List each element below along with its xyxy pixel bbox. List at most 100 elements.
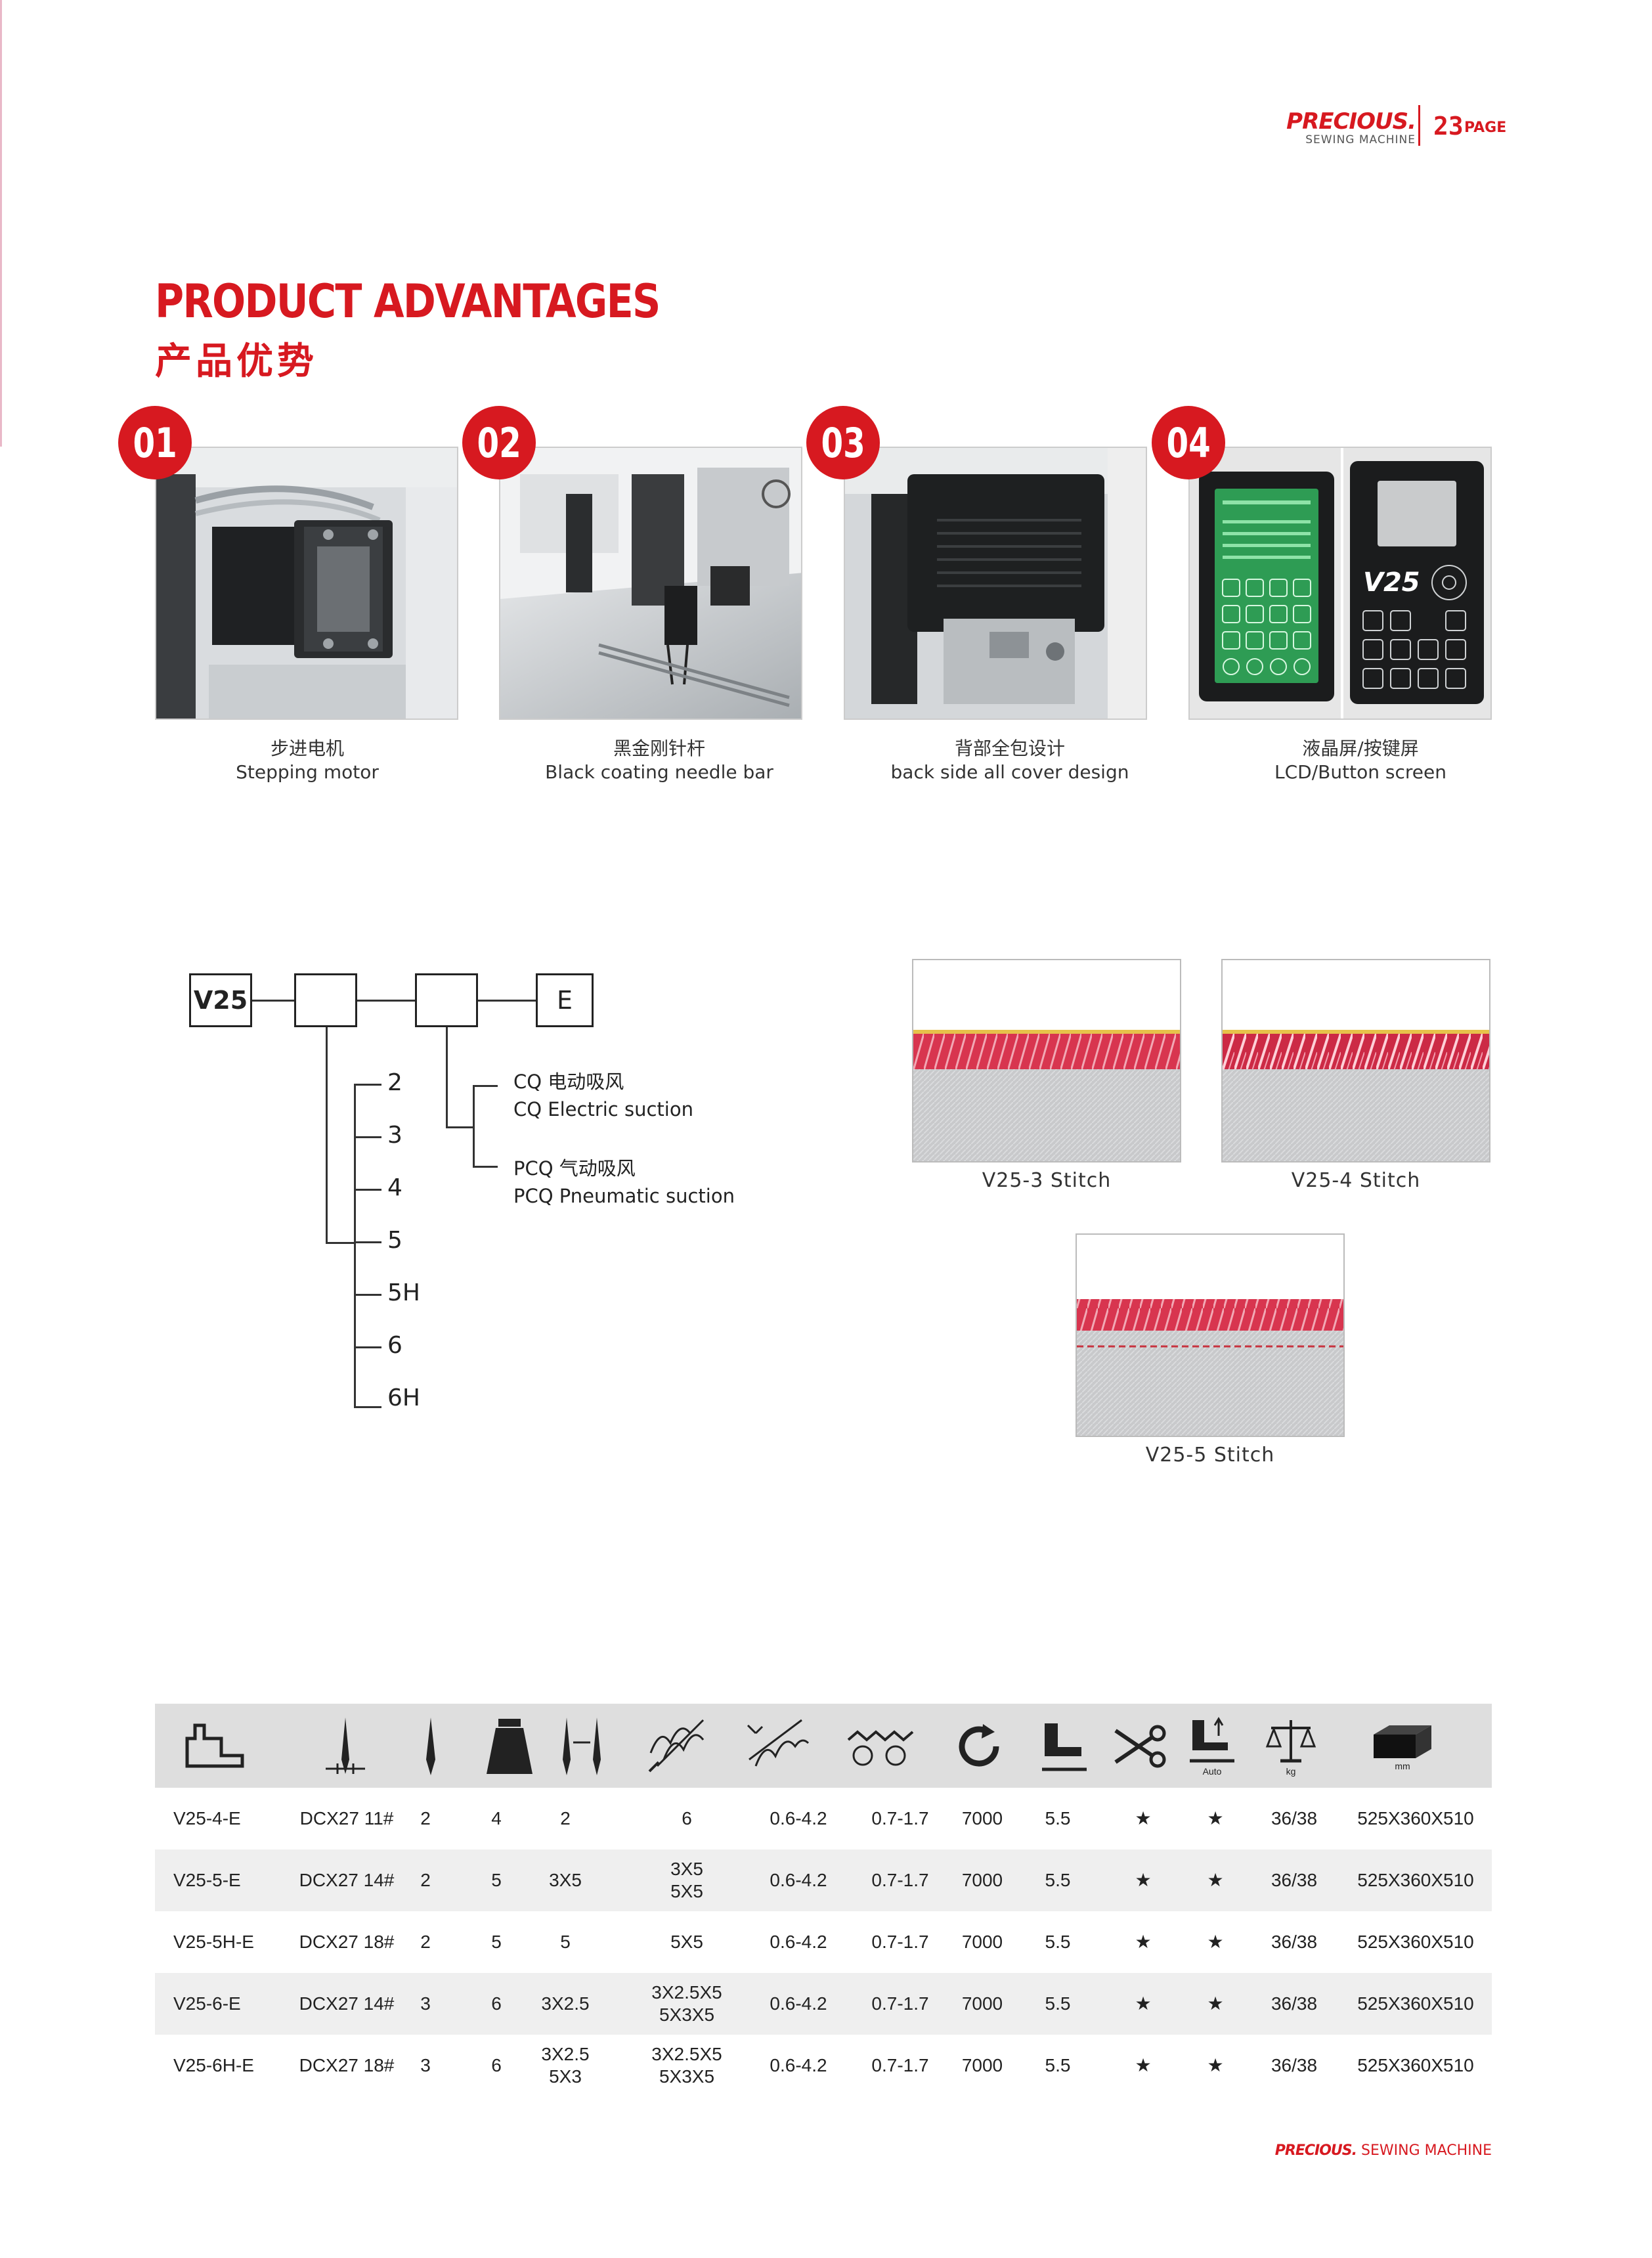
feature-caption-01: 步进电机 Stepping motor (137, 737, 478, 784)
table-cell: DCX27 18# (299, 2055, 395, 2075)
stitch-length-icon (739, 1710, 818, 1782)
spec-table-header: Auto kg mm (155, 1704, 1492, 1788)
footer-brand: PRECIOUS. SEWING MACHINE (1275, 2142, 1492, 2159)
table-cell: 5.5 (1045, 2055, 1071, 2075)
table-cell: 6 (491, 1993, 502, 2014)
header-separator (1418, 105, 1420, 146)
table-cell: 7000 (961, 1808, 1003, 1828)
table-cell: 7000 (961, 1870, 1003, 1890)
table-cell: 2 (560, 1808, 571, 1828)
feature-caption-cn: 背部全包设计 (954, 738, 1065, 759)
table-cell: ★ (1135, 1808, 1152, 1828)
page-title: PRODUCT ADVANTAGES (155, 275, 661, 328)
table-cell: 0.6-4.2 (770, 2055, 827, 2075)
brand-name: PRECIOUS. (1286, 108, 1416, 135)
presser-foot-lift-icon (1035, 1710, 1094, 1782)
edge-accent-line (0, 0, 2, 447)
feature-badge-02: 02 (462, 406, 536, 479)
table-cell: 5 (491, 1932, 502, 1952)
option-cq: CQ 电动吸风 CQ Electric suction (513, 1071, 693, 1120)
auto-label: Auto (1202, 1766, 1222, 1777)
option-branch-link (446, 1126, 475, 1128)
dimension-box-icon: mm (1350, 1710, 1455, 1782)
feature-caption-04: 液晶屏/按键屏 LCD/Button screen (1190, 737, 1531, 784)
stitch-sample-v25-5 (1076, 1233, 1345, 1437)
feature-caption-en: Black coating needle bar (545, 761, 773, 783)
number-list-spine (354, 1084, 356, 1408)
table-cell: 0.6-4.2 (770, 1932, 827, 1952)
option-pcq: PCQ 气动吸风 PCQ Pneumatic suction (513, 1157, 735, 1207)
feature-caption-02: 黑金刚针杆 Black coating needle bar (489, 737, 830, 784)
table-cell: 36/38 (1271, 1808, 1318, 1828)
number-branch-link (326, 1242, 356, 1244)
table-cell: V25-5-E (173, 1870, 241, 1890)
mm-label: mm (1395, 1761, 1410, 1771)
table-cell: 5.5 (1045, 1870, 1071, 1890)
speed-icon (949, 1710, 1009, 1782)
feature-caption-cn: 液晶屏/按键屏 (1302, 738, 1419, 759)
table-cell: 36/38 (1271, 2055, 1318, 2075)
table-cell: 5X5 (670, 1932, 703, 1952)
table-cell: 7000 (961, 1993, 1003, 2014)
option-branch-line (446, 1027, 448, 1128)
page-number: 23 (1433, 112, 1464, 141)
code-connector (478, 1000, 536, 1002)
table-cell: 0.7-1.7 (871, 2055, 929, 2075)
table-cell: 5.5 (1045, 1808, 1071, 1828)
code-number-item: 6 (387, 1332, 402, 1359)
table-cell: 0.7-1.7 (871, 1808, 929, 1828)
thread-count-icon (477, 1710, 542, 1782)
table-cell: ★ (1207, 1870, 1224, 1890)
panel-model-label: V25 (1363, 567, 1420, 598)
page-label: PAGE (1464, 120, 1507, 136)
option-list-spine (473, 1085, 475, 1168)
brand-logo: PRECIOUS. SEWING MACHINE (1286, 108, 1416, 146)
table-cell: 0.6-4.2 (770, 1808, 827, 1828)
feature-caption-en: back side all cover design (890, 761, 1129, 783)
machine-model-icon (179, 1710, 251, 1782)
table-cell: ★ (1207, 1993, 1224, 2014)
table-cell: 2 (420, 1808, 431, 1828)
table-cell: DCX27 14# (299, 1870, 395, 1890)
table-cell: 3X2.5 (541, 1993, 590, 2014)
differential-feed-icon (844, 1710, 917, 1782)
overedge-width-icon (641, 1710, 720, 1782)
table-cell: 0.6-4.2 (770, 1993, 827, 2014)
code-number-item: 5H (387, 1279, 420, 1306)
table-cell: ★ (1135, 1993, 1152, 2014)
table-cell: V25-6-E (173, 1993, 241, 2014)
feature-caption-cn: 黑金刚针杆 (613, 738, 705, 759)
model-code-number-box (294, 973, 357, 1027)
table-cell: 36/38 (1271, 1993, 1318, 2014)
brand-subtitle: SEWING MACHINE (1305, 133, 1416, 146)
footer-brand-text: SEWING MACHINE (1361, 2142, 1492, 2159)
feature-caption-en: Stepping motor (236, 761, 379, 783)
table-cell: 525X360X510 (1357, 1808, 1474, 1828)
feature-badge-01: 01 (118, 406, 192, 479)
model-code-option-box (415, 973, 478, 1027)
code-number-item: 6H (387, 1384, 420, 1411)
table-cell: 5 (491, 1870, 502, 1890)
table-cell: 36/38 (1271, 1870, 1318, 1890)
table-cell: ★ (1135, 1870, 1152, 1890)
feature-caption-cn: 步进电机 (270, 738, 344, 759)
table-cell: 2 (420, 1870, 431, 1890)
table-cell: DCX27 14# (299, 1993, 395, 2014)
stitch-caption: V25-5 Stitch (1145, 1444, 1275, 1467)
table-cell: 0.7-1.7 (871, 1870, 929, 1890)
thread-trimmer-icon (1107, 1710, 1173, 1782)
code-number-item: 3 (387, 1122, 402, 1149)
table-cell: 3 (420, 2055, 431, 2075)
table-cell: 6 (491, 2055, 502, 2075)
table-cell: 4 (491, 1808, 502, 1828)
auto-foot-lift-icon: Auto (1179, 1710, 1245, 1782)
feature-caption-en: LCD/Button screen (1274, 761, 1446, 783)
